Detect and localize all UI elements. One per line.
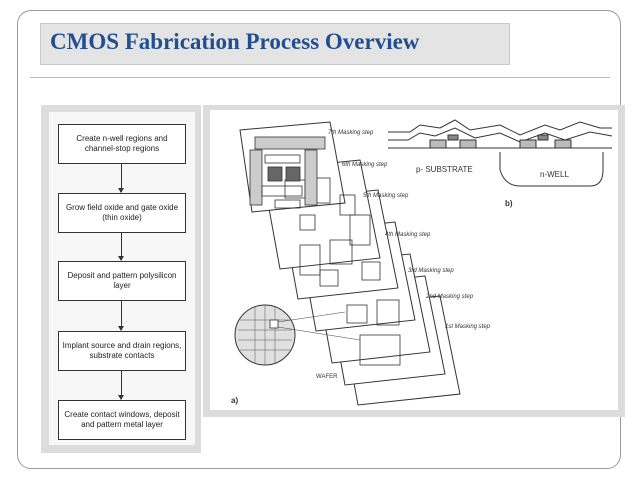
- mask-step-3-label: 3rd Masking step: [408, 268, 454, 274]
- flow-step-2: Grow field oxide and gate oxide (thin ox…: [58, 193, 186, 233]
- flow-arrow-3: [118, 301, 124, 331]
- wafer-label: WAFER: [316, 374, 338, 380]
- mask-step-4-label: 4th Masking step: [385, 232, 431, 238]
- flow-arrow-2: [118, 233, 124, 261]
- mask-step-6-label: 6th Masking step: [342, 162, 388, 168]
- figure-a-label: a): [231, 396, 239, 405]
- n-well-label: n-WELL: [540, 170, 569, 179]
- flow-step-4: Implant source and drain regions, substr…: [58, 331, 186, 371]
- figure-b-label: b): [505, 199, 513, 208]
- slide-title: CMOS Fabrication Process Overview: [50, 29, 420, 54]
- flow-arrow-1: [118, 164, 124, 193]
- title-box: [40, 23, 510, 65]
- flow-step-5: Create contact windows, deposit and patt…: [58, 400, 186, 440]
- flow-arrow-4: [118, 371, 124, 400]
- title-divider: [30, 77, 610, 78]
- p-substrate-label: p- SUBSTRATE: [416, 165, 473, 174]
- mask-step-2-label: 2nd Masking step: [426, 294, 474, 300]
- mask-step-5-label: 5th Masking step: [363, 193, 409, 199]
- flow-step-3: Deposit and pattern polysilicon layer: [58, 261, 186, 301]
- mask-step-1-label: 1st Masking step: [445, 324, 491, 330]
- cross-section: [388, 119, 613, 187]
- mask-step-7-label: 7th Masking step: [328, 130, 374, 136]
- flow-step-1: Create n-well regions and channel-stop r…: [58, 124, 186, 164]
